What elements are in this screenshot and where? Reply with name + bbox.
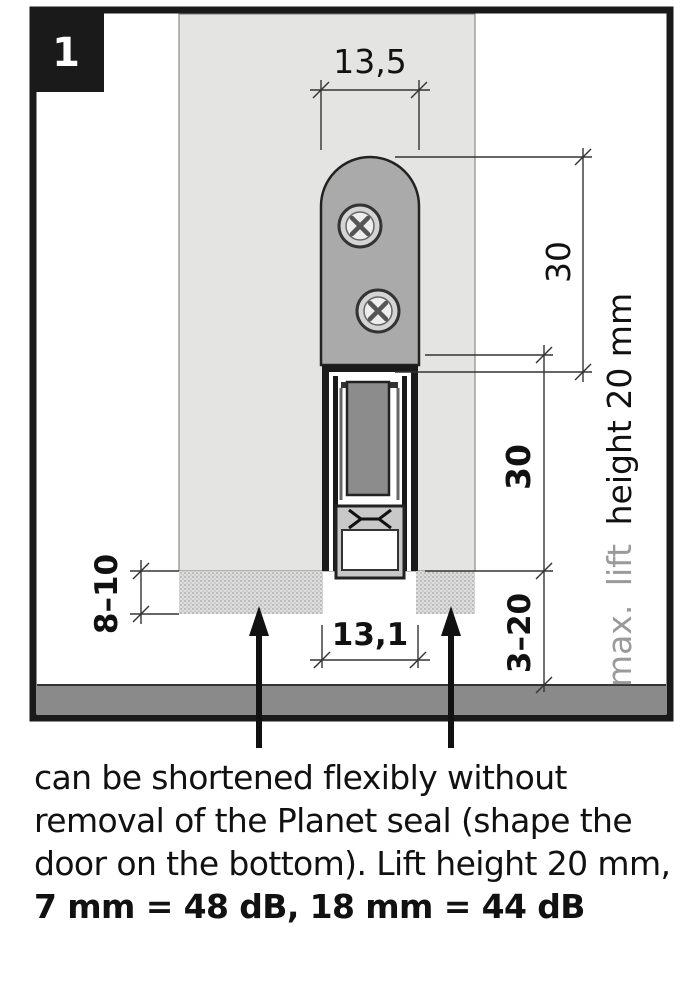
lift-label-prefix: max. — [600, 605, 639, 687]
screw-bottom-icon — [355, 288, 401, 334]
dim-label-top-width: 13,5 — [333, 42, 406, 81]
caption-line-1: can be shortened flexibly without — [34, 758, 567, 797]
dim-label-seal-height: 30 — [499, 444, 538, 490]
dim-label-mount-height: 30 — [539, 241, 578, 283]
lift-label-highlight: lift — [600, 544, 639, 586]
caption-line-2: removal of the Planet seal (shape the — [34, 801, 633, 840]
seal-profile — [322, 365, 418, 580]
dim-label-base-width: 13,1 — [332, 617, 409, 653]
shortenable-zone-right — [416, 571, 475, 614]
seal-body — [345, 380, 391, 497]
caption: can be shortened flexibly without remova… — [34, 756, 684, 928]
screw-top-icon — [337, 203, 383, 249]
mounting-plate — [319, 155, 421, 367]
lift-height-label: max. lift height 20 mm — [600, 293, 639, 687]
figure-number: 1 — [52, 30, 80, 76]
floor — [37, 685, 666, 714]
figure-number-badge: 1 — [33, 10, 104, 92]
dim-label-floor-gap: 3–20 — [502, 593, 538, 673]
dimension-lines — [130, 80, 592, 694]
caption-line-3: door on the bottom). Lift height 20 mm, — [34, 844, 671, 883]
arrow-left-icon — [249, 606, 269, 748]
caption-line-4: 7 mm = 48 dB, 18 mm = 44 dB — [34, 887, 585, 926]
arrow-right-icon — [441, 606, 461, 748]
shortenable-zone-left — [179, 571, 323, 614]
lift-label-suffix: height 20 mm — [600, 293, 639, 525]
dim-label-door-gap: 8–10 — [89, 554, 125, 634]
